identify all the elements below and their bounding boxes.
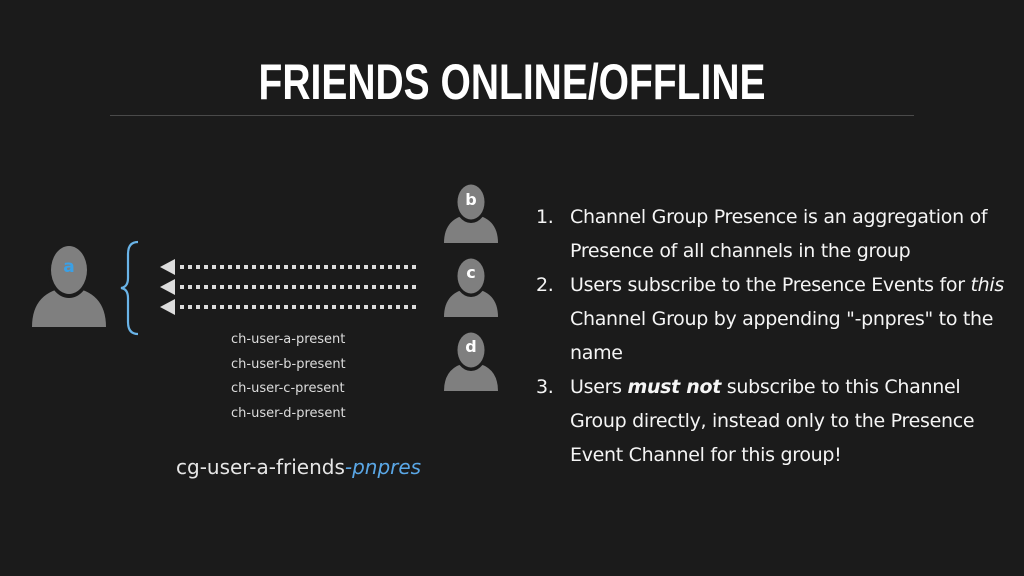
arrow-from-c xyxy=(160,279,418,295)
title-divider xyxy=(110,115,914,116)
list-text-post: Channel Group by appending "-pnpres" to … xyxy=(570,308,994,364)
user-c-avatar: c xyxy=(443,258,499,318)
list-text-pre: Users xyxy=(570,376,628,398)
user-b-avatar: b xyxy=(443,184,499,244)
arrow-from-b xyxy=(160,259,418,275)
list-item: 2. Users subscribe to the Presence Event… xyxy=(530,268,1010,370)
user-b-label: b xyxy=(465,190,477,209)
user-icon xyxy=(32,244,106,327)
arrow-from-d xyxy=(160,299,418,315)
list-number: 2. xyxy=(536,274,554,296)
list-text: Channel Group Presence is an aggregation… xyxy=(570,206,988,262)
user-icon xyxy=(444,184,498,243)
channel-name: ch-user-c-present xyxy=(231,381,345,396)
channel-name: ch-user-a-present xyxy=(231,332,346,347)
list-number: 3. xyxy=(536,376,554,398)
group-name-base: cg-user-a-friends xyxy=(176,455,345,479)
channel-list: ch-user-a-present ch-user-b-present ch-u… xyxy=(231,328,346,426)
channel-name: ch-user-b-present xyxy=(231,356,346,372)
channel-name: ch-user-d-present xyxy=(231,405,346,421)
slide-title: FRIENDS ONLINE/OFFLINE xyxy=(258,54,766,110)
list-item: 1. Channel Group Presence is an aggregat… xyxy=(530,200,1010,268)
user-icon xyxy=(444,332,498,391)
list-number: 1. xyxy=(536,206,554,228)
list-emphasis: must not xyxy=(627,376,722,398)
user-c-label: c xyxy=(466,263,476,282)
curly-brace-icon xyxy=(120,240,139,336)
user-d-avatar: d xyxy=(443,332,499,392)
user-d-label: d xyxy=(465,337,477,356)
channel-group-name: cg-user-a-friends-pnpres xyxy=(176,455,421,479)
list-text-post: subscribe to this Channel Group directly… xyxy=(570,376,975,466)
explanation-list: 1. Channel Group Presence is an aggregat… xyxy=(530,200,1010,472)
list-text-pre: Users subscribe to the Presence Events f… xyxy=(570,274,971,296)
user-a-label: a xyxy=(63,257,75,277)
user-icon xyxy=(444,258,498,317)
list-emphasis: this xyxy=(970,274,1004,296)
group-name-suffix: -pnpres xyxy=(344,455,422,479)
user-a-avatar: a xyxy=(30,243,108,329)
list-item: 3. Users must not subscribe to this Chan… xyxy=(530,370,1010,472)
